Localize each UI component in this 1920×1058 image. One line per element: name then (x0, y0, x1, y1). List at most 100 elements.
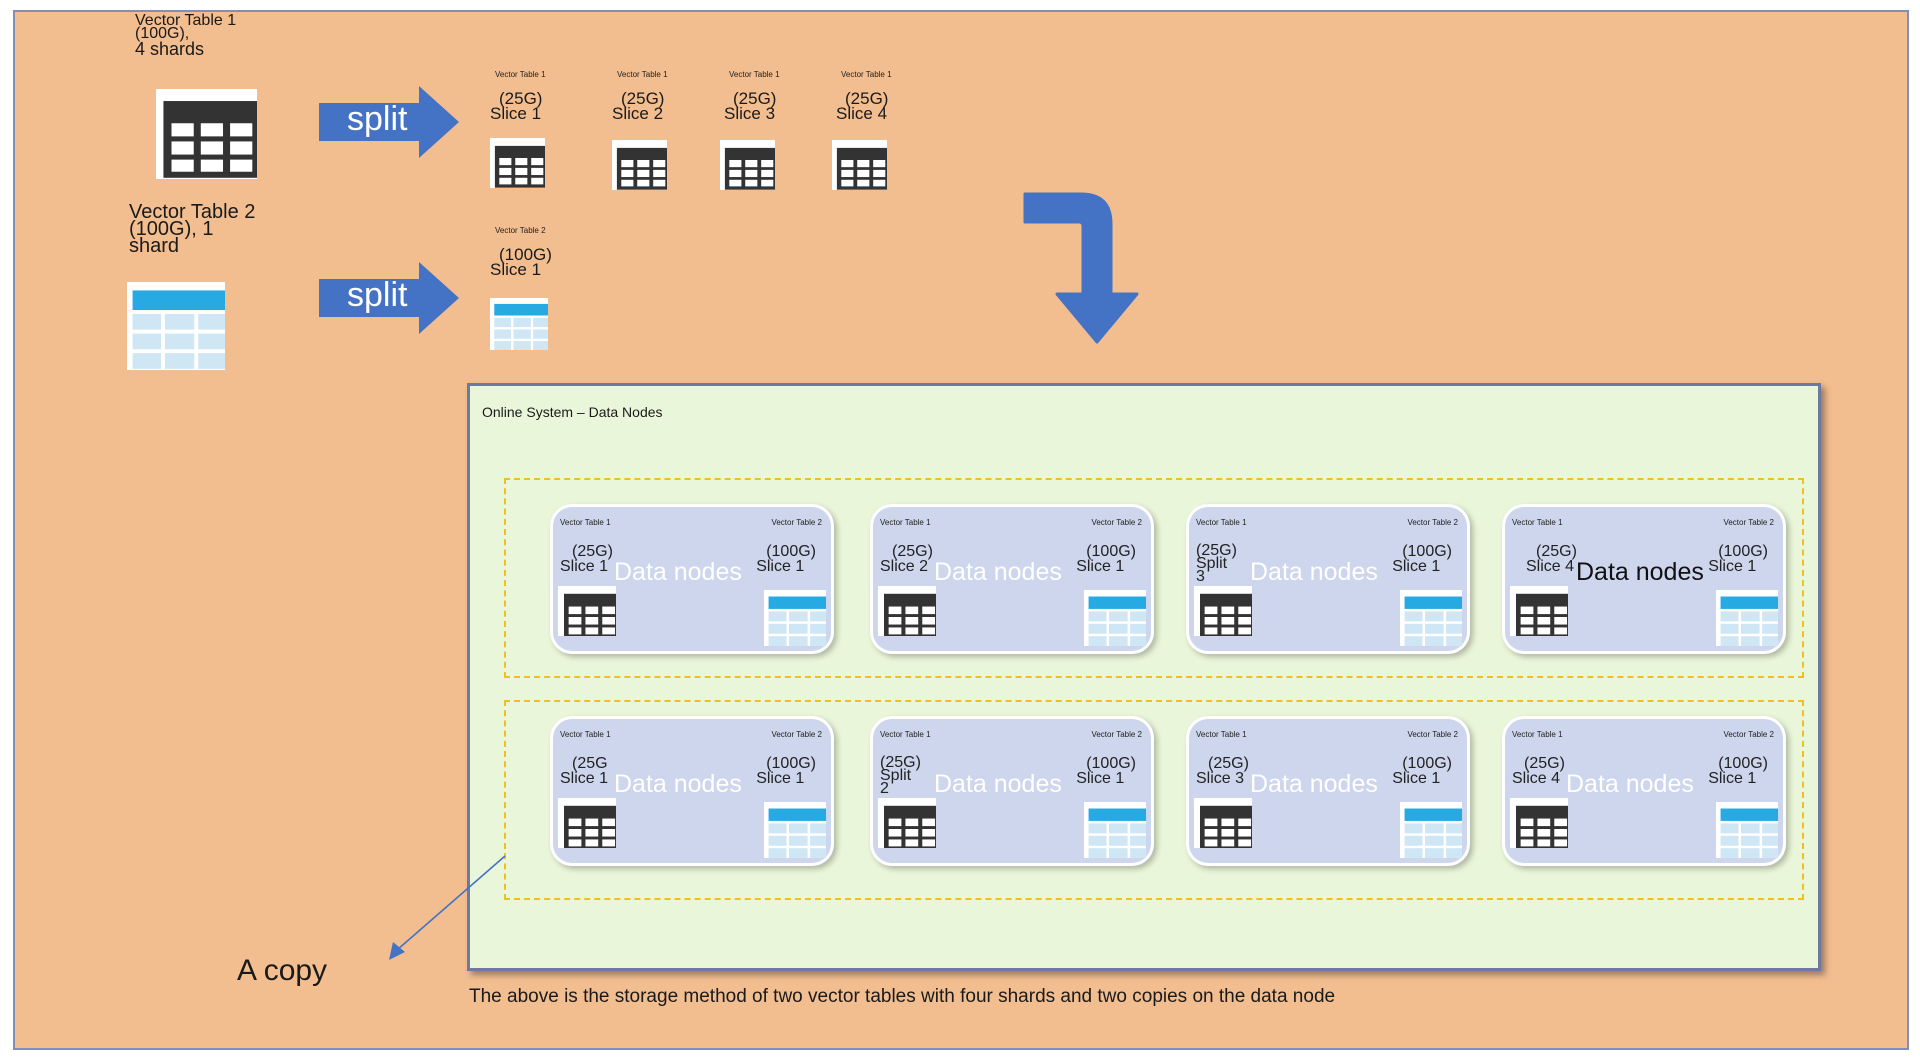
node-table-1-label: Vector Table 1 (1196, 730, 1247, 739)
node-slice-2-size: (100G) (1402, 543, 1452, 560)
node-slice-2-text: (100G)Slice 1 (1076, 755, 1136, 787)
node-slice-2-text: (100G)Slice 1 (1708, 755, 1768, 787)
data-node-r1-2: Data nodes Vector Table 1 Vector Table 2… (870, 504, 1154, 654)
node-slice-2-size: (100G) (1086, 755, 1136, 772)
node-table-1-label: Vector Table 1 (1512, 730, 1563, 739)
node-slice-1-name: Split (1196, 555, 1228, 572)
diagram-canvas: Vector Table 1 (100G), 4 shards Vector T… (13, 10, 1909, 1050)
node-slice-2-name: Slice 1 (756, 558, 805, 575)
node-table-2-icon (764, 802, 826, 858)
node-slice-1-name: Slice 4 (1526, 558, 1575, 575)
node-table-1-icon (1194, 798, 1252, 848)
source-table-1-shards: 4 shards (135, 39, 205, 59)
data-node-r1-3: Data nodes Vector Table 1 Vector Table 2… (1186, 504, 1470, 654)
node-slice-2-size: (100G) (766, 755, 816, 772)
data-node-r2-2: Data nodes Vector Table 1 Vector Table 2… (870, 716, 1154, 866)
node-table-2-label: Vector Table 2 (771, 730, 822, 739)
node-slice-2-name: Slice 1 (1708, 558, 1757, 575)
copy-label: A copy (237, 954, 328, 987)
copy-pointer-arrow (389, 855, 506, 960)
node-table-1-label: Vector Table 1 (560, 518, 611, 527)
node-slice-2-size: (100G) (766, 543, 816, 560)
node-watermark: Data nodes (1566, 770, 1694, 798)
slice-1: Vector Table 1 (25G) Slice 1 (489, 70, 546, 188)
replica-row-2: Data nodes Vector Table 1 Vector Table 2… (504, 700, 1804, 900)
node-table-1-icon (1194, 586, 1252, 636)
node-slice-1-size: (25G) (880, 754, 921, 771)
node-slice-2-name: Slice 1 (756, 770, 805, 787)
slice-4-icon (832, 140, 887, 190)
node-slice-1-num: 2 (880, 780, 889, 797)
node-watermark: Data nodes (1250, 770, 1378, 798)
node-table-2-label: Vector Table 2 (771, 518, 822, 527)
node-slice-1-text: (25G)Slice 2 (880, 543, 933, 575)
node-slice-1-size: (25G) (1536, 543, 1577, 560)
table-2-icon (127, 282, 225, 370)
source-table-2-line3: shard (129, 235, 180, 257)
node-watermark: Data nodes (1576, 558, 1704, 586)
source-table-2-line2: (100G), 1 (129, 218, 214, 240)
slice-1-name: Slice 1 (490, 104, 542, 123)
data-node-r1-1: Data nodes Vector Table 1 Vector Table 2… (550, 504, 834, 654)
source-table-2-line1: Vector Table 2 (129, 201, 256, 223)
slice-table-2-name: Slice 1 (490, 260, 542, 279)
online-system-title: Online System – Data Nodes (482, 404, 663, 420)
node-table-1-icon (1510, 586, 1568, 636)
node-watermark: Data nodes (934, 558, 1062, 586)
node-table-2-icon (1084, 590, 1146, 646)
node-table-1-icon (878, 798, 936, 848)
node-slice-1-name: Split (880, 767, 912, 784)
slice-2-name: Slice 2 (612, 104, 664, 123)
node-slice-1-name: Slice 3 (1196, 770, 1245, 787)
node-watermark: Data nodes (1250, 558, 1378, 586)
node-table-1-label: Vector Table 1 (880, 518, 931, 527)
slice-4-table: Vector Table 1 (841, 70, 892, 79)
node-table-2-icon (1400, 802, 1462, 858)
node-table-2-label: Vector Table 2 (1091, 730, 1142, 739)
split-arrow-1-label: split (347, 100, 408, 138)
node-watermark: Data nodes (934, 770, 1062, 798)
split-arrow-2-label: split (347, 276, 408, 314)
node-slice-2-size: (100G) (1086, 543, 1136, 560)
slice-3-size: (25G) (733, 89, 777, 108)
node-slice-2-text: (100G)Slice 1 (1708, 544, 1768, 575)
node-watermark: Data nodes (614, 770, 742, 798)
source-table-1-label: Vector Table 1 (100G), 4 shards (135, 13, 236, 59)
data-node-r1-4: Data nodes Vector Table 1 Vector Table 2… (1502, 504, 1786, 654)
slice-table-2-icon (490, 298, 548, 350)
table-1-icon (156, 89, 257, 179)
node-slice-2-text: (100G)Slice 1 (756, 755, 816, 787)
split-arrow-2: split (319, 262, 459, 334)
slice-2-icon (612, 140, 667, 190)
slice-4: Vector Table 1 (25G) Slice 4 (832, 70, 892, 190)
source-table-2-label: Vector Table 2 (100G), 1 shard (129, 201, 256, 257)
slice-4-size: (25G) (845, 89, 889, 108)
slice-2: Vector Table 1 (25G) Slice 2 (611, 70, 668, 190)
node-table-2-label: Vector Table 2 (1723, 518, 1774, 527)
node-slice-1-num: 3 (1196, 568, 1205, 585)
node-slice-2-text: (100G)Slice 1 (1392, 543, 1452, 575)
node-slice-2-text: (100G)Slice 1 (1076, 543, 1136, 575)
node-slice-1-text: (25G)Slice 4 (1512, 543, 1577, 575)
node-table-1-icon (1510, 798, 1568, 848)
slice-4-name: Slice 4 (836, 104, 888, 123)
slice-1-size: (25G) (499, 89, 543, 108)
node-slice-2-text: (100G)Slice 1 (756, 543, 816, 575)
node-table-1-label: Vector Table 1 (880, 730, 931, 739)
node-slice-1-size: (25G) (892, 543, 933, 560)
node-slice-2-size: (100G) (1718, 755, 1768, 772)
node-slice-2-text: (100G)Slice 1 (1392, 756, 1452, 787)
node-table-1-icon (558, 586, 616, 636)
node-slice-1-text: (25G)Slice 3 (1196, 756, 1249, 787)
node-table-2-icon (1716, 590, 1778, 646)
node-slice-1-name: Slice 4 (1512, 770, 1561, 787)
node-slice-1-text: (25G)Slice 1 (560, 544, 613, 575)
node-slice-2-name: Slice 1 (1076, 770, 1125, 787)
node-slice-2-name: Slice 1 (1076, 558, 1125, 575)
node-table-2-label: Vector Table 2 (1091, 518, 1142, 527)
node-slice-1-text: (25G)Slice 4 (1512, 756, 1565, 787)
slice-2-size: (25G) (621, 89, 665, 108)
data-node-r2-1: Data nodes Vector Table 1 Vector Table 2… (550, 716, 834, 866)
node-slice-1-name: Slice 2 (880, 558, 929, 575)
